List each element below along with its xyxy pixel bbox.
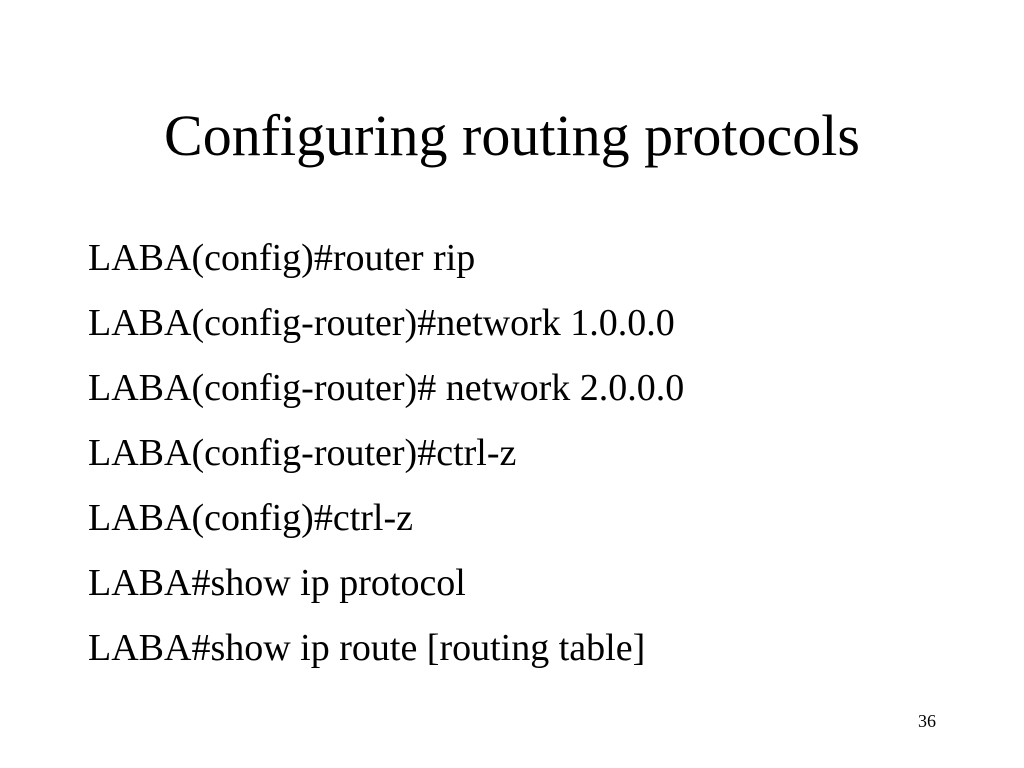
command-list: LABA(config)#router rip LABA(config-rout…: [88, 226, 684, 681]
command-line: LABA(config-router)#ctrl-z: [88, 432, 517, 474]
command-line: LABA(config)#ctrl-z: [88, 497, 413, 539]
command-line: LABA#show ip protocol: [88, 562, 466, 604]
slide-title: Configuring routing protocols: [164, 103, 860, 168]
command-line: LABA(config-router)# network 2.0.0.0: [88, 367, 685, 409]
page-number: 36: [918, 711, 936, 731]
command-line: LABA(config-router)#network 1.0.0.0: [88, 302, 675, 344]
command-line: LABA#show ip route [routing table]: [88, 627, 646, 669]
command-line: LABA(config)#router rip: [88, 237, 476, 279]
